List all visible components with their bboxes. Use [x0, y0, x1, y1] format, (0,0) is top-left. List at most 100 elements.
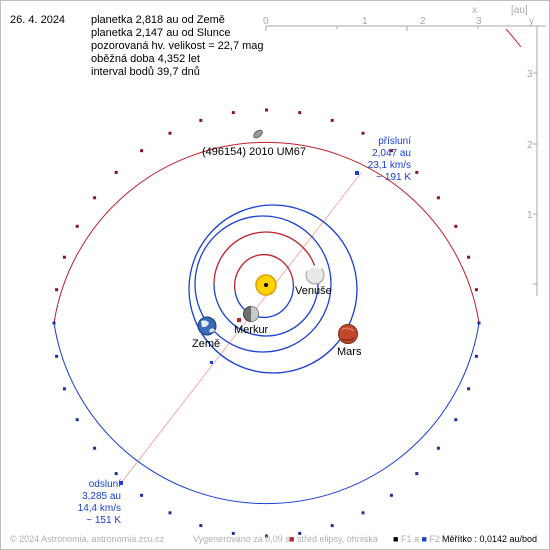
orbit-point-markers	[52, 108, 481, 538]
sun-distance-text: planetka 2,147 au od Slunce	[91, 27, 231, 39]
orbit-point	[436, 196, 440, 200]
orbit-point	[415, 170, 419, 174]
x-axis-label: x	[472, 5, 477, 16]
asteroid-name-label: (496154) 2010 UM67	[202, 146, 306, 158]
orbit-point	[298, 111, 302, 115]
orbit-point	[361, 131, 365, 135]
aphelion-title: odsluní	[88, 479, 121, 490]
legend-f1-text: F1 a	[400, 534, 419, 544]
x-tick-label-0: 0	[263, 16, 269, 27]
outer-orbit-arc	[505, 28, 522, 48]
aphelion-info: odsluní 3,285 au 14,4 km/s ~ 151 K	[61, 479, 121, 527]
orbit-point	[389, 493, 393, 497]
perihelion-marker	[355, 171, 359, 175]
orbit-point	[75, 224, 79, 228]
venus-orbit-below	[213, 283, 319, 337]
orbit-point	[231, 111, 235, 115]
orbit-point	[140, 493, 144, 497]
orbit-point	[298, 531, 302, 535]
orbit-point	[93, 196, 97, 200]
orbit-point	[140, 149, 144, 153]
orbit-point	[361, 511, 365, 515]
magnitude-text: pozorovaná hv. velikost = 22,7 mag	[91, 40, 264, 52]
coordinate-axes: 0 1 2 3 x [au] y 3 2 1	[263, 5, 546, 296]
orbit-point	[467, 387, 471, 391]
ellipse-center-marker	[237, 318, 241, 322]
orbit-point	[199, 118, 203, 122]
orbit-point	[265, 534, 268, 538]
mars-orbit	[188, 204, 358, 374]
y-tick-label-2: 2	[527, 140, 533, 151]
mercury-orbit-above	[233, 253, 294, 292]
legend-foci-marker: ■ F1 a ■ F2	[393, 534, 440, 544]
aphelion-speed: 14,4 km/s	[77, 503, 121, 514]
perihelion-speed: 23,1 km/s	[367, 160, 411, 171]
orbit-point	[168, 131, 172, 135]
earth-position-marker	[210, 361, 213, 364]
orbit-point	[474, 354, 478, 358]
scale-text: Měřítko : 0,0142 au/bod	[442, 534, 538, 544]
venus-orbit-above	[213, 231, 319, 285]
orbit-point	[75, 418, 79, 422]
y-axis-label: y	[529, 16, 534, 27]
orbit-point	[454, 224, 458, 228]
legend-f2-text: F2	[429, 534, 440, 544]
line-of-apsides	[120, 172, 362, 484]
venus-label: Venuše	[295, 285, 332, 297]
mercury-label: Merkur	[234, 324, 269, 336]
orbit-point	[389, 149, 393, 153]
aphelion-marker	[119, 481, 123, 485]
orbital-period-text: oběžná doba 4,352 let	[91, 53, 200, 65]
orbit-point	[415, 472, 419, 476]
earth-icon	[197, 316, 217, 336]
x-tick-label-3: 3	[476, 16, 482, 27]
aphelion-temperature: ~ 151 K	[86, 515, 121, 526]
perihelion-distance: 2,047 au	[372, 148, 411, 159]
perihelion-temperature: ~ 191 K	[376, 172, 411, 183]
orbit-point	[93, 446, 97, 450]
orbit-point	[330, 118, 334, 122]
date-label: 26. 4. 2024	[10, 14, 66, 26]
legend-center-marker: ■ střed elipsy, ohniska	[289, 534, 378, 544]
orbit-point	[199, 524, 203, 528]
perihelion-title: přísluní	[378, 136, 411, 147]
orbit-point	[474, 288, 478, 292]
orbit-point	[330, 524, 334, 528]
x-tick-label-2: 2	[420, 16, 426, 27]
sun-icon	[255, 274, 277, 296]
legend-center-text: střed elipsy, ohniska	[296, 534, 378, 544]
mercury-icon	[243, 306, 259, 322]
perihelion-info: přísluní 2,047 au 23,1 km/s ~ 191 K	[341, 136, 411, 184]
orbit-point	[231, 531, 235, 535]
mars-label: Mars	[337, 346, 362, 358]
orbit-point	[454, 418, 458, 422]
y-tick-label-3: 3	[527, 69, 533, 80]
asteroid-orbit-below-ecliptic	[53, 322, 480, 505]
asteroid-orbit-above-ecliptic	[53, 141, 480, 324]
earth-distance-text: planetka 2,818 au od Země	[91, 14, 225, 26]
generation-time-text: Vygenerováno za 0,09 s	[193, 534, 290, 544]
orbit-point	[55, 354, 59, 358]
y-tick-label-1: 1	[527, 210, 533, 221]
earth-label: Země	[192, 338, 221, 350]
asteroid-icon	[253, 129, 263, 139]
orbit-point	[467, 255, 471, 259]
axis-unit-label: [au]	[511, 5, 528, 16]
orbit-point	[55, 288, 59, 292]
aphelion-distance: 3,285 au	[82, 491, 121, 502]
mars-icon	[338, 324, 358, 344]
venus-icon	[305, 265, 325, 285]
mercury-orbit-below	[234, 280, 295, 319]
orbit-point	[477, 321, 481, 325]
orbit-point	[62, 255, 66, 259]
point-interval-text: interval bodů 39,7 dnů	[91, 66, 200, 78]
orbit-point	[114, 472, 118, 476]
orbit-point	[114, 170, 118, 174]
orbit-point	[62, 387, 66, 391]
copyright-text: © 2024 Astronomia, astronomia.zcu.cz	[10, 534, 165, 544]
x-tick-label-1: 1	[362, 16, 368, 27]
orbit-point	[168, 511, 172, 515]
earth-orbit	[194, 215, 332, 353]
orbit-point	[436, 446, 440, 450]
